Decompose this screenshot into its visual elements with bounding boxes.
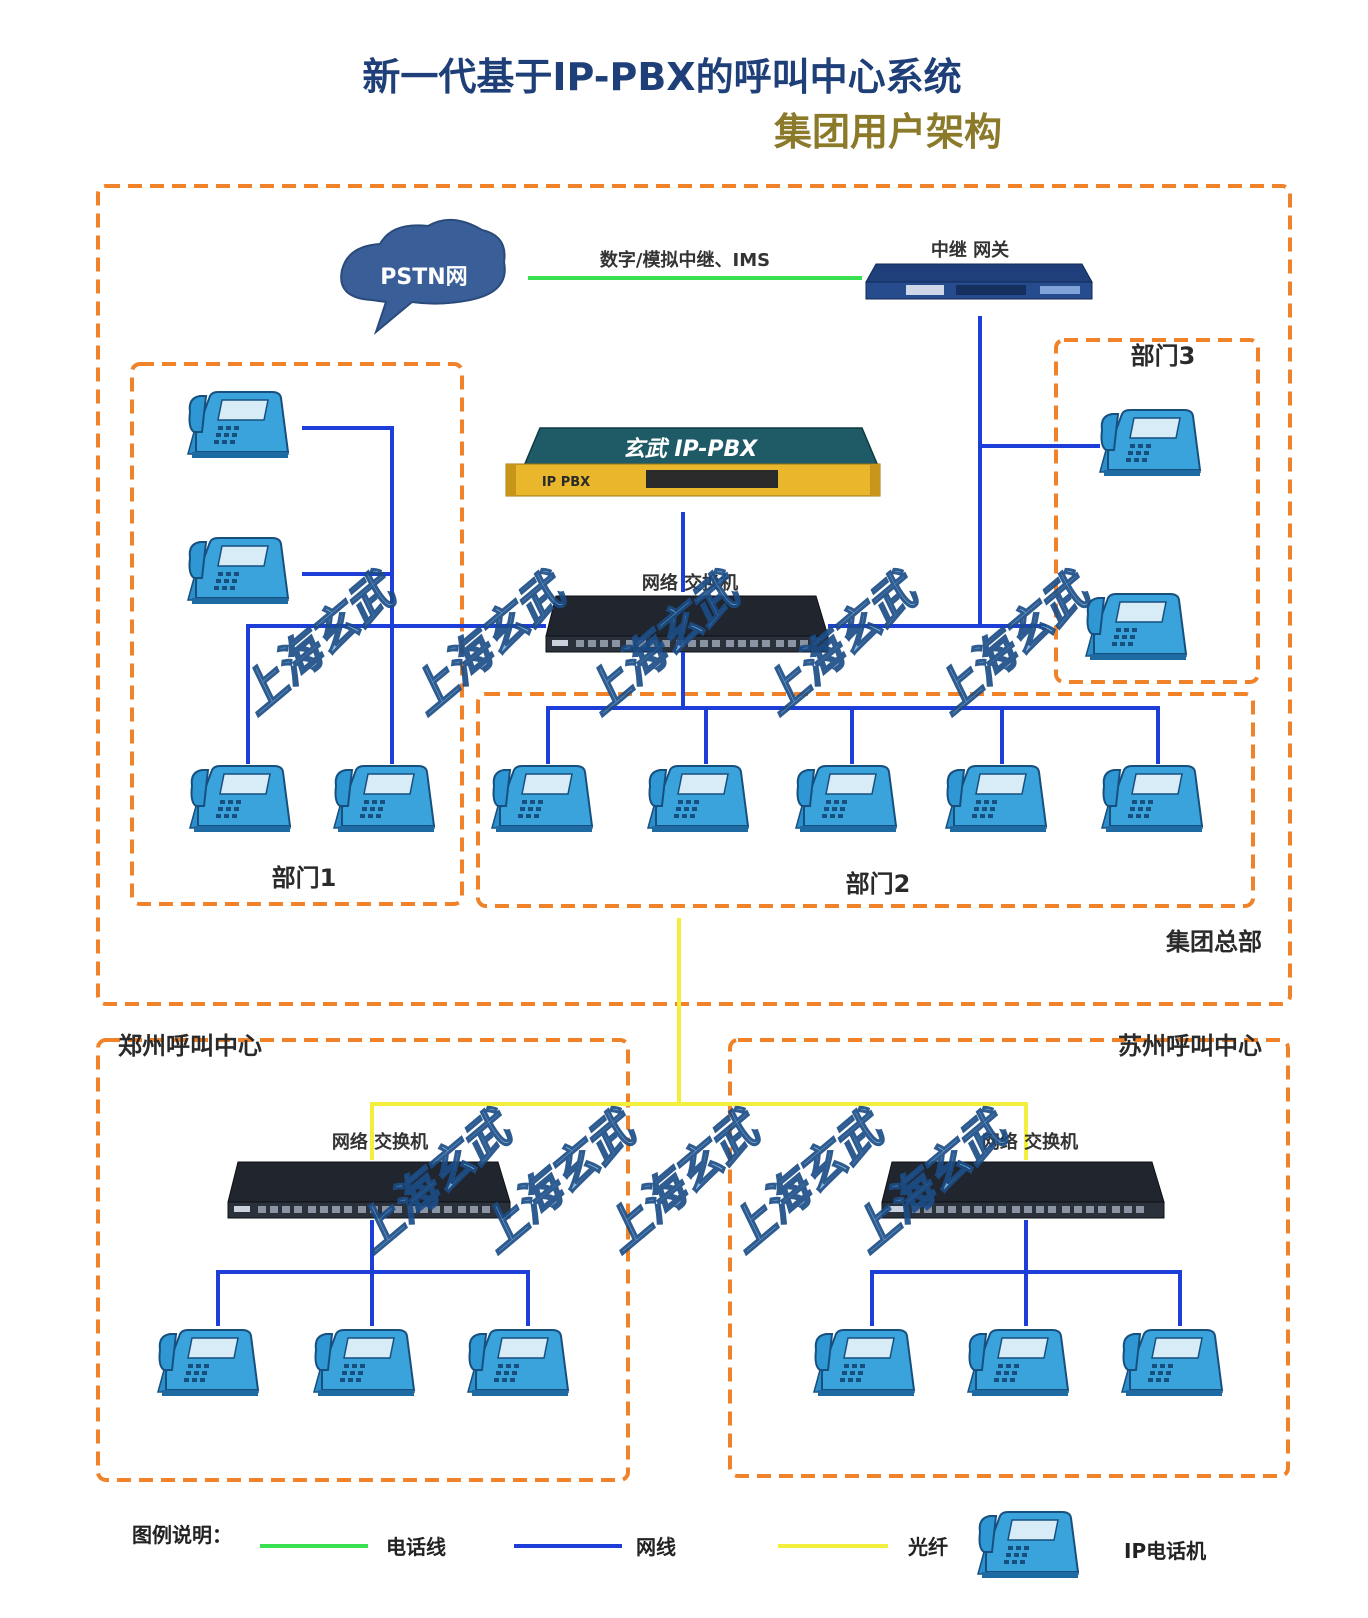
ip-phone-icon: [157, 1329, 259, 1397]
ip-phone-icon: [189, 765, 291, 833]
pbx-face-label: IP PBX: [542, 475, 590, 490]
ip-phone-icon: [187, 391, 289, 459]
ip-phone-icon: [647, 765, 749, 833]
gateway-icon: [865, 263, 1093, 300]
zhengzhou-switch-label: 网络 交换机: [332, 1131, 428, 1153]
suzhou-label: 苏州呼叫中心: [1118, 1032, 1262, 1060]
legend-phone-line-label: 电话线: [386, 1535, 446, 1559]
trunk-link-label: 数字/模拟中继、IMS: [600, 249, 770, 271]
pstn-label: PSTN网: [380, 265, 467, 290]
dept1-region: [130, 362, 464, 906]
fiber-lines: [370, 918, 1028, 1160]
page-subtitle: 集团用户架构: [773, 110, 1002, 154]
legend-network-line-label: 网线: [636, 1535, 676, 1559]
ip-phone-icon: [333, 765, 435, 833]
dept3-label: 部门3: [1131, 342, 1196, 370]
dept3-region: [1054, 338, 1260, 684]
ip-phone-icon: [313, 1329, 415, 1397]
suzhou-switch-label: 网络 交换机: [982, 1131, 1078, 1153]
ip-phone-icon: [977, 1511, 1079, 1579]
ip-phone-icon: [967, 1329, 1069, 1397]
zhengzhou-region: [96, 1038, 630, 1482]
hq-switch-label: 网络 交换机: [642, 572, 738, 594]
pbx-icon: IP PBX 玄武 IP-PBX: [505, 427, 881, 497]
ip-phone-icon: [1099, 409, 1201, 477]
ip-phone-icon: [187, 537, 289, 605]
gateway-label: 中继 网关: [931, 239, 1009, 261]
dept2-region: [476, 692, 1255, 908]
ip-phone-icon: [813, 1329, 915, 1397]
legend: 图例说明： 电话线 网线 光纤 IP电话机: [132, 1511, 1206, 1579]
ip-phone-icon: [467, 1329, 569, 1397]
hq-network-lines: [246, 316, 1160, 764]
cloud-icon: PSTN网: [340, 219, 506, 336]
page-title: 新一代基于IP-PBX的呼叫中心系统: [362, 55, 961, 99]
hq-region: [96, 184, 1292, 1006]
ip-phone-icon: [945, 765, 1047, 833]
dept1-label: 部门1: [272, 864, 337, 892]
ip-phone-icon: [1101, 765, 1203, 833]
branch-network-lines: [216, 1220, 1182, 1326]
legend-fiber-label: 光纤: [907, 1535, 948, 1559]
legend-ip-phone-label: IP电话机: [1124, 1539, 1206, 1563]
ip-phone-icon: [491, 765, 593, 833]
zhengzhou-label: 郑州呼叫中心: [118, 1032, 262, 1060]
dept2-label: 部门2: [846, 870, 911, 898]
suzhou-region: [728, 1038, 1290, 1478]
legend-title: 图例说明：: [132, 1523, 232, 1547]
pbx-label: 玄武 IP-PBX: [623, 436, 759, 462]
ip-phone-icon: [1085, 593, 1187, 661]
ip-phone-icon: [1121, 1329, 1223, 1397]
hq-label: 集团总部: [1165, 928, 1262, 956]
watermark: 上海玄武: [922, 561, 1102, 724]
ip-phone-icon: [795, 765, 897, 833]
watermarks: 上海玄武 上海玄武 上海玄武 上海玄武 上海玄武 上海玄武 上海玄武 上海玄武 …: [228, 560, 1104, 1263]
